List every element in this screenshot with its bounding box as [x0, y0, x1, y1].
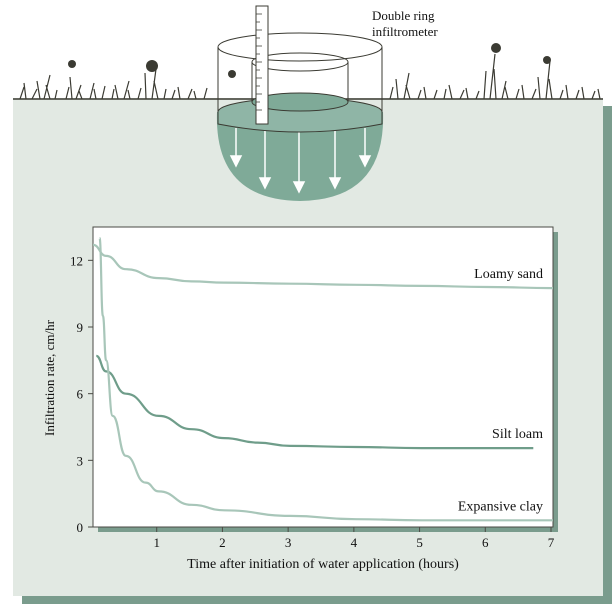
series-group	[92, 237, 554, 522]
x-tick-label: 5	[416, 535, 423, 550]
caption-line-1: Double ring	[372, 8, 435, 23]
infiltrometer-illustration: Double ring infiltrometer	[13, 5, 603, 201]
series-line-1	[95, 354, 534, 450]
series-label-1: Silt loam	[492, 427, 543, 442]
ruler	[255, 5, 269, 125]
flow-arrows	[229, 128, 372, 194]
y-tick-label: 3	[77, 453, 84, 468]
x-tick-label: 2	[219, 535, 226, 550]
series-line-0	[92, 243, 554, 290]
x-tick-label: 3	[285, 535, 292, 550]
y-tick-label: 12	[70, 253, 83, 268]
caption-line-2: infiltrometer	[372, 24, 438, 39]
plot-area	[92, 226, 554, 528]
y-tick-label: 0	[77, 520, 84, 535]
x-axis-label: Time after initiation of water applicati…	[187, 557, 459, 572]
outer-ring	[217, 32, 383, 133]
x-tick-label: 6	[482, 535, 489, 550]
flower-heads	[68, 43, 551, 78]
y-tick-label: 9	[77, 320, 84, 335]
inner-ring	[251, 52, 349, 112]
y-axis-label: Infiltration rate, cm/hr	[42, 319, 57, 436]
grass	[19, 53, 601, 100]
series-label-0: Loamy sand	[474, 267, 543, 282]
x-tick-label: 4	[351, 535, 358, 550]
wetted-soil-bulb	[216, 112, 384, 201]
series-label-2: Expansive clay	[458, 499, 543, 514]
x-tick-label: 7	[548, 535, 555, 550]
x-tick-label: 1	[153, 535, 160, 550]
series-line-2	[98, 237, 553, 522]
y-tick-label: 6	[77, 387, 84, 402]
